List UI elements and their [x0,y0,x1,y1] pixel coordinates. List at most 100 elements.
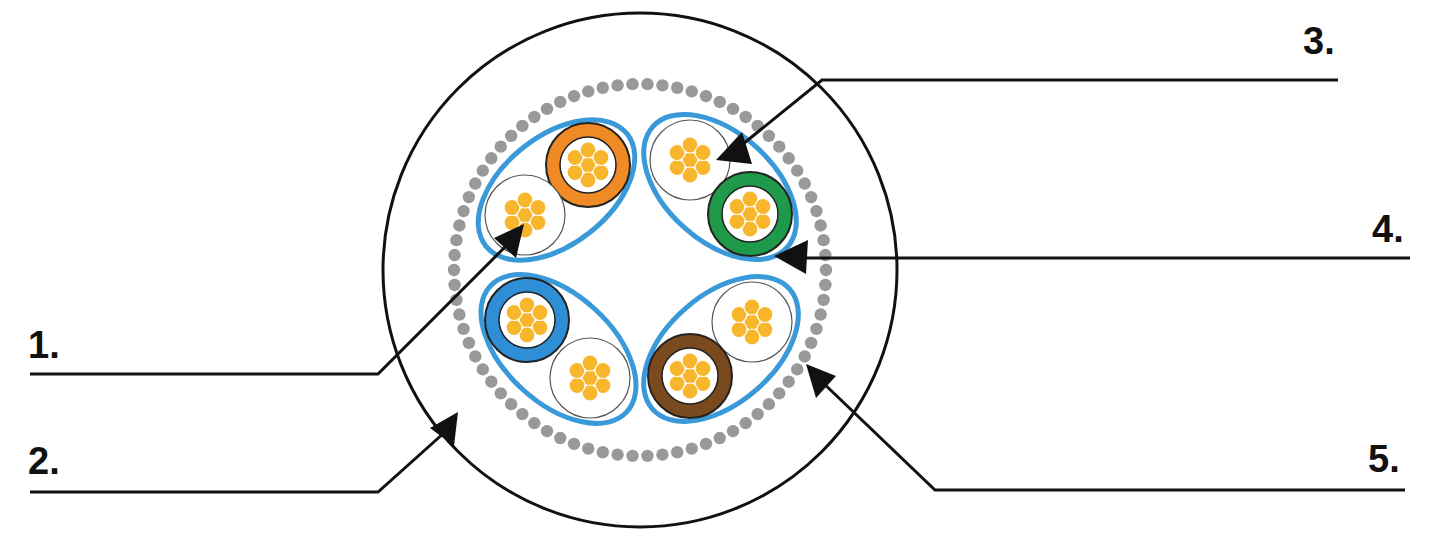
copper-strand [695,145,711,161]
braid-dot [597,446,609,458]
braid-dot [739,417,751,429]
braid-dot [773,387,785,399]
insulation-inner [722,186,778,242]
insulated-conductor [708,172,792,256]
callout-number: 5. [1368,440,1400,478]
braid-dot [457,323,469,335]
copper-strand [755,199,771,215]
braid-dot [582,442,594,454]
braid-dot [597,82,609,94]
braid-dot [714,96,726,108]
braid-dot [463,191,475,203]
callout-number: 4. [1372,210,1404,248]
braid-dot [505,130,517,142]
insulation-inner [560,137,616,193]
outer-jacket [383,13,897,527]
braid-dot [817,294,829,306]
callout-number: 2. [28,442,60,480]
insulation [485,175,565,255]
braid-dot [453,219,465,231]
callout-number: 3. [1303,22,1335,60]
braid-dot [782,152,794,164]
braid-dot [700,438,712,450]
insulation-inner [662,348,718,404]
braid-dot [457,205,469,217]
copper-strand [532,305,548,321]
braid-dot [463,337,475,349]
pair-foil [452,92,660,289]
copper-strand [669,376,685,392]
braid-dot [448,264,460,276]
braid-dot [810,205,822,217]
braid-dot [485,376,497,388]
braid-dot [485,152,497,164]
copper-strand [567,165,583,181]
braid-dot [641,450,653,462]
braid-dot [611,448,623,460]
braid-dot [469,177,481,189]
insulation [485,278,569,362]
braid-dot [751,408,763,420]
braid-dot [554,432,566,444]
braid-dot [568,438,580,450]
braid-dot [798,350,810,362]
arrowheads [430,132,836,446]
copper-strand [595,363,611,379]
braid-dot [582,85,594,97]
braid-dot [798,177,810,189]
insulated-conductor [648,334,732,418]
braid-dot [448,249,460,261]
braid-dot [505,398,517,410]
braid-dot [671,82,683,94]
braid-dot [450,234,462,246]
braid-dot [541,103,553,115]
braid-dot [814,308,826,320]
braid-dot [819,279,831,291]
braid-dot [763,398,775,410]
braid-dot [626,78,638,90]
insulated-conductor [485,175,565,255]
copper-strand [731,322,747,338]
braid-dot [817,234,829,246]
braid-dot [686,85,698,97]
copper-strand [569,378,585,394]
braid-dot [805,337,817,349]
leader-lines [30,80,1410,492]
braid-dot [791,363,803,375]
copper-strand [757,307,773,323]
pair-foil [617,86,824,287]
insulated-conductor [485,278,569,362]
braid-dot [528,417,540,429]
copper-strand [593,150,609,166]
braid-dot [528,111,540,123]
braid-dot [477,363,489,375]
braid-dot [700,90,712,102]
braid-dot [554,96,566,108]
braid-dot [814,219,826,231]
braid-dot [541,425,553,437]
pair-foil [454,246,664,451]
braid-dot [495,387,507,399]
copper-strand [506,320,522,336]
braid-dot [469,350,481,362]
insulated-conductor [550,338,630,418]
pair-foil [617,248,825,449]
braid-dot [727,425,739,437]
braid-dot [495,140,507,152]
braid-dot [773,140,785,152]
braid-dot [516,408,528,420]
braid-dot [641,78,653,90]
braid-dot [448,279,460,291]
insulation [708,172,792,256]
braid-dot [516,120,528,132]
copper-strand [695,361,711,377]
insulation [550,338,630,418]
braid-dot [453,308,465,320]
callout-number: 1. [28,326,60,364]
braid-dot [810,323,822,335]
braid-dot [686,442,698,454]
braid-dot [782,376,794,388]
copper-strand [729,214,745,230]
twisted-pairs [452,86,825,451]
